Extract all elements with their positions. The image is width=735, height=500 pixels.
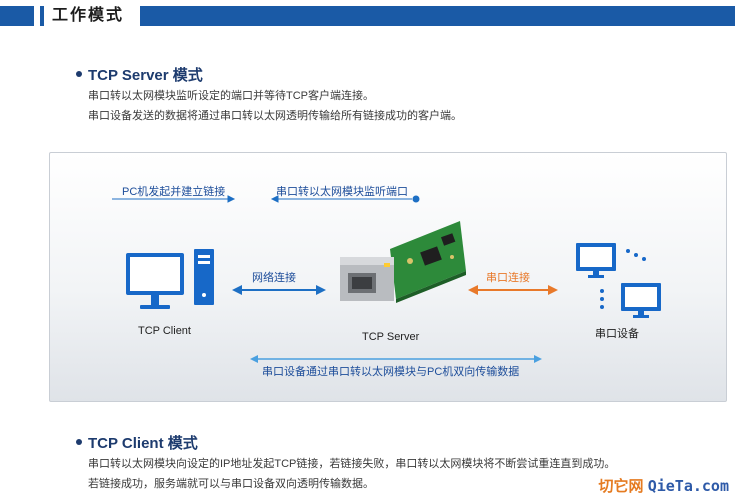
watermark-cn: 切它网 bbox=[598, 478, 644, 495]
header-marker bbox=[40, 6, 44, 26]
listen-port-label: 串口转以太网模块监听端口 bbox=[276, 186, 408, 198]
watermark: 切它网 QieTa.com bbox=[599, 475, 729, 496]
client-desc-line: 若链接成功，服务端就可以与串口设备双向透明传输数据。 bbox=[88, 478, 374, 490]
client-section-title: TCP Client 模式 bbox=[76, 432, 198, 453]
header-title: 工作模式 bbox=[52, 7, 125, 24]
header-stripe bbox=[0, 6, 735, 26]
client-node-label: TCP Client bbox=[138, 325, 191, 337]
server-desc-line: 串口设备发送的数据将通过串口转以太网透明传输给所有链接成功的客户端。 bbox=[88, 110, 462, 122]
bullet-icon bbox=[76, 439, 82, 446]
serial-device-label: 串口设备 bbox=[595, 328, 639, 340]
watermark-en: QieTa.com bbox=[647, 477, 729, 495]
client-computer-icon bbox=[126, 249, 214, 309]
client-title-text: TCP Client 模式 bbox=[88, 435, 198, 452]
client-description: 串口转以太网模块向设定的IP地址发起TCP链接，若链接失败，串口转以太网模块将不… bbox=[88, 454, 615, 494]
server-title-text: TCP Server 模式 bbox=[88, 67, 203, 84]
bidirectional-label: 串口设备通过串口转以太网模块与PC机双向传输数据 bbox=[262, 366, 520, 378]
diagram-graphics bbox=[112, 195, 661, 363]
network-link-arrow bbox=[232, 285, 326, 295]
pc-connect-arrow bbox=[112, 195, 236, 203]
server-node-label: TCP Server bbox=[362, 331, 420, 343]
diagram-panel: PC机发起并建立链接 串口转以太网模块监听端口 bbox=[49, 152, 727, 402]
client-desc-line: 串口转以太网模块向设定的IP地址发起TCP链接，若链接失败，串口转以太网模块将不… bbox=[88, 458, 616, 470]
network-link-label: 网络连接 bbox=[252, 272, 296, 284]
pc-connect-label: PC机发起并建立链接 bbox=[122, 186, 226, 198]
server-module-icon bbox=[340, 221, 466, 303]
serial-link-label: 串口连接 bbox=[486, 272, 530, 284]
server-section-title: TCP Server 模式 bbox=[76, 64, 203, 85]
header-tab bbox=[34, 2, 140, 28]
bullet-icon bbox=[76, 71, 82, 78]
server-description: 串口转以太网模块监听设定的端口并等待TCP客户端连接。 串口设备发送的数据将通过… bbox=[88, 86, 462, 126]
serial-link-arrow bbox=[468, 285, 558, 295]
serial-device-icon bbox=[576, 243, 661, 318]
server-desc-line: 串口转以太网模块监听设定的端口并等待TCP客户端连接。 bbox=[88, 90, 374, 102]
section-header: 工作模式 bbox=[0, 0, 735, 30]
listen-port-arrow bbox=[270, 195, 420, 203]
bidirectional-data-arrow bbox=[250, 355, 542, 363]
